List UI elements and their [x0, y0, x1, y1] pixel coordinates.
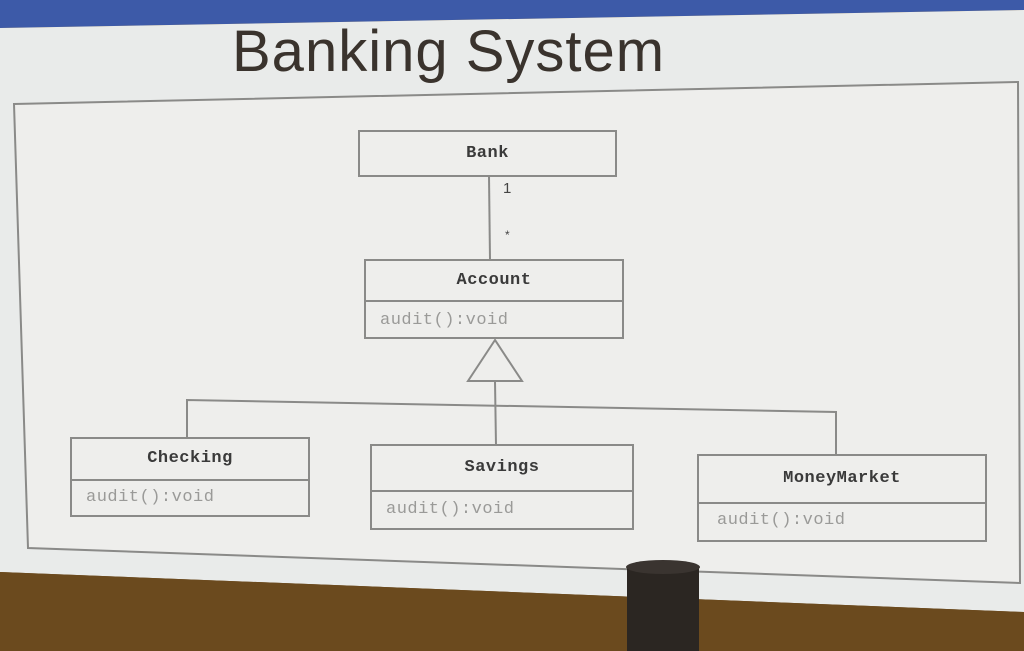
screen-top-bar: [0, 0, 1024, 28]
class-account-name: Account: [456, 271, 532, 290]
class-savings: Savings audit():void: [370, 444, 634, 530]
class-checking-name: Checking: [147, 449, 233, 468]
slide-title: Banking System: [232, 19, 666, 84]
class-account-method: audit():void: [366, 300, 622, 337]
class-money-market-method: audit():void: [699, 502, 985, 540]
class-money-market-name: MoneyMarket: [783, 469, 901, 488]
account-multiplicity: *: [505, 228, 510, 242]
class-checking: Checking audit():void: [70, 437, 310, 517]
bank-multiplicity: 1: [503, 180, 512, 197]
class-savings-method: audit():void: [372, 490, 632, 528]
class-savings-name: Savings: [464, 458, 540, 477]
class-money-market: MoneyMarket audit():void: [697, 454, 987, 542]
floor: [0, 572, 1024, 651]
projector-post-top: [626, 560, 700, 574]
generalization-bar: [186, 398, 837, 456]
association-line: [488, 175, 491, 261]
class-bank-name: Bank: [466, 144, 509, 163]
class-checking-method: audit():void: [72, 479, 308, 515]
generalization-stem: [494, 380, 497, 447]
projector-post: [627, 566, 699, 651]
class-account: Account audit():void: [364, 259, 624, 339]
class-bank: Bank: [358, 130, 617, 177]
